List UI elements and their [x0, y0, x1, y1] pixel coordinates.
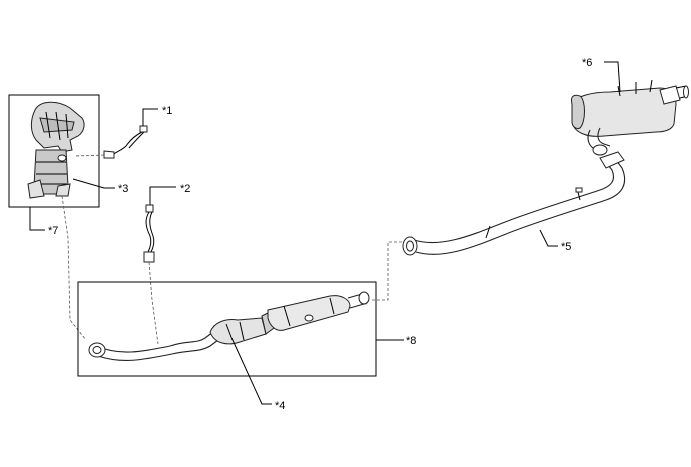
- oxygen-sensor-2: [143, 204, 155, 263]
- callout-line-4: [231, 337, 272, 405]
- oxygen-sensor-1: [103, 125, 148, 159]
- callout-label-2: *2: [180, 183, 190, 195]
- assembly-line-sensor2: [148, 261, 159, 345]
- callout-label-4: *4: [275, 400, 285, 412]
- callout-line-1: [142, 108, 158, 126]
- assembly-line-front-pipe: [372, 241, 404, 301]
- callout-label-8: *8: [406, 335, 416, 347]
- assembly-line-manifold: [61, 195, 87, 341]
- callout-label-7: *7: [48, 225, 58, 237]
- callout-label-3: *3: [118, 183, 128, 195]
- manifold-detail-box: [8, 94, 100, 208]
- muffler: [571, 79, 689, 156]
- callout-line-2: [149, 186, 176, 205]
- callout-line-5: [539, 229, 558, 247]
- callout-line-3: [72, 178, 115, 189]
- callout-label-6: *6: [582, 57, 592, 69]
- front-exhaust-pipe: [88, 291, 370, 361]
- tail-exhaust-pipe: [402, 151, 626, 256]
- callout-line-6: [604, 61, 621, 93]
- callout-line-7: [29, 207, 45, 231]
- front-pipe-detail-box: [77, 281, 377, 377]
- exhaust-manifold-converter: [27, 101, 85, 199]
- callout-label-1: *1: [162, 105, 172, 117]
- callout-label-5: *5: [561, 241, 571, 253]
